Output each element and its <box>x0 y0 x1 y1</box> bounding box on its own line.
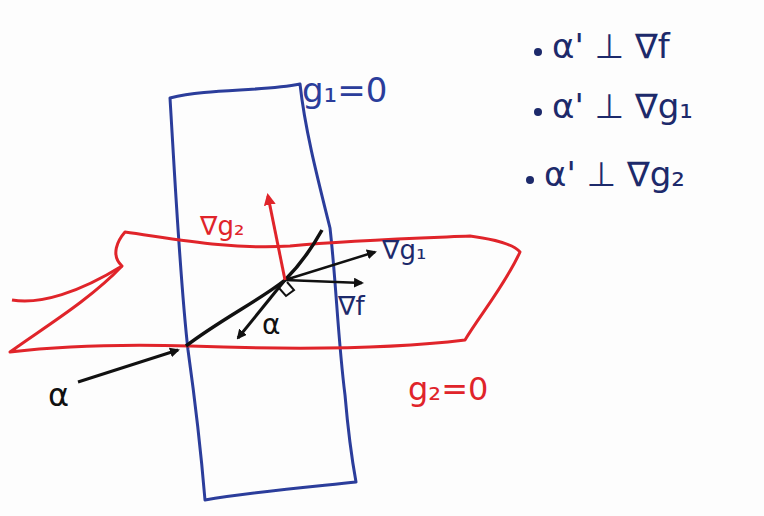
right-angle-mark <box>279 282 294 296</box>
surface-fold <box>12 266 122 301</box>
curve-label: α <box>48 378 69 413</box>
surface-outline <box>170 84 356 500</box>
surface-outline <box>10 232 520 352</box>
bullet-dot <box>534 48 542 56</box>
leader-arrow <box>78 350 178 382</box>
bullet-dot <box>526 176 534 184</box>
vector-label: ∇g₂ <box>200 212 244 241</box>
surface-label: g₂=0 <box>408 372 488 407</box>
note-text: α' ⊥ ∇g₂ <box>544 156 685 193</box>
note-text: α' ⊥ ∇f <box>552 28 670 65</box>
bullet-dot <box>534 108 542 116</box>
vector-label: α <box>262 310 280 341</box>
vector-label: ∇g₁ <box>382 236 426 265</box>
vector-label: ∇f <box>338 292 365 321</box>
surface-label: g₁=0 <box>302 72 387 109</box>
note-text: α' ⊥ ∇g₁ <box>552 88 693 125</box>
gradient-vector <box>285 280 362 283</box>
gradient-vector <box>285 252 375 280</box>
gradient-vector <box>268 196 285 280</box>
intersection-curve <box>186 230 322 346</box>
